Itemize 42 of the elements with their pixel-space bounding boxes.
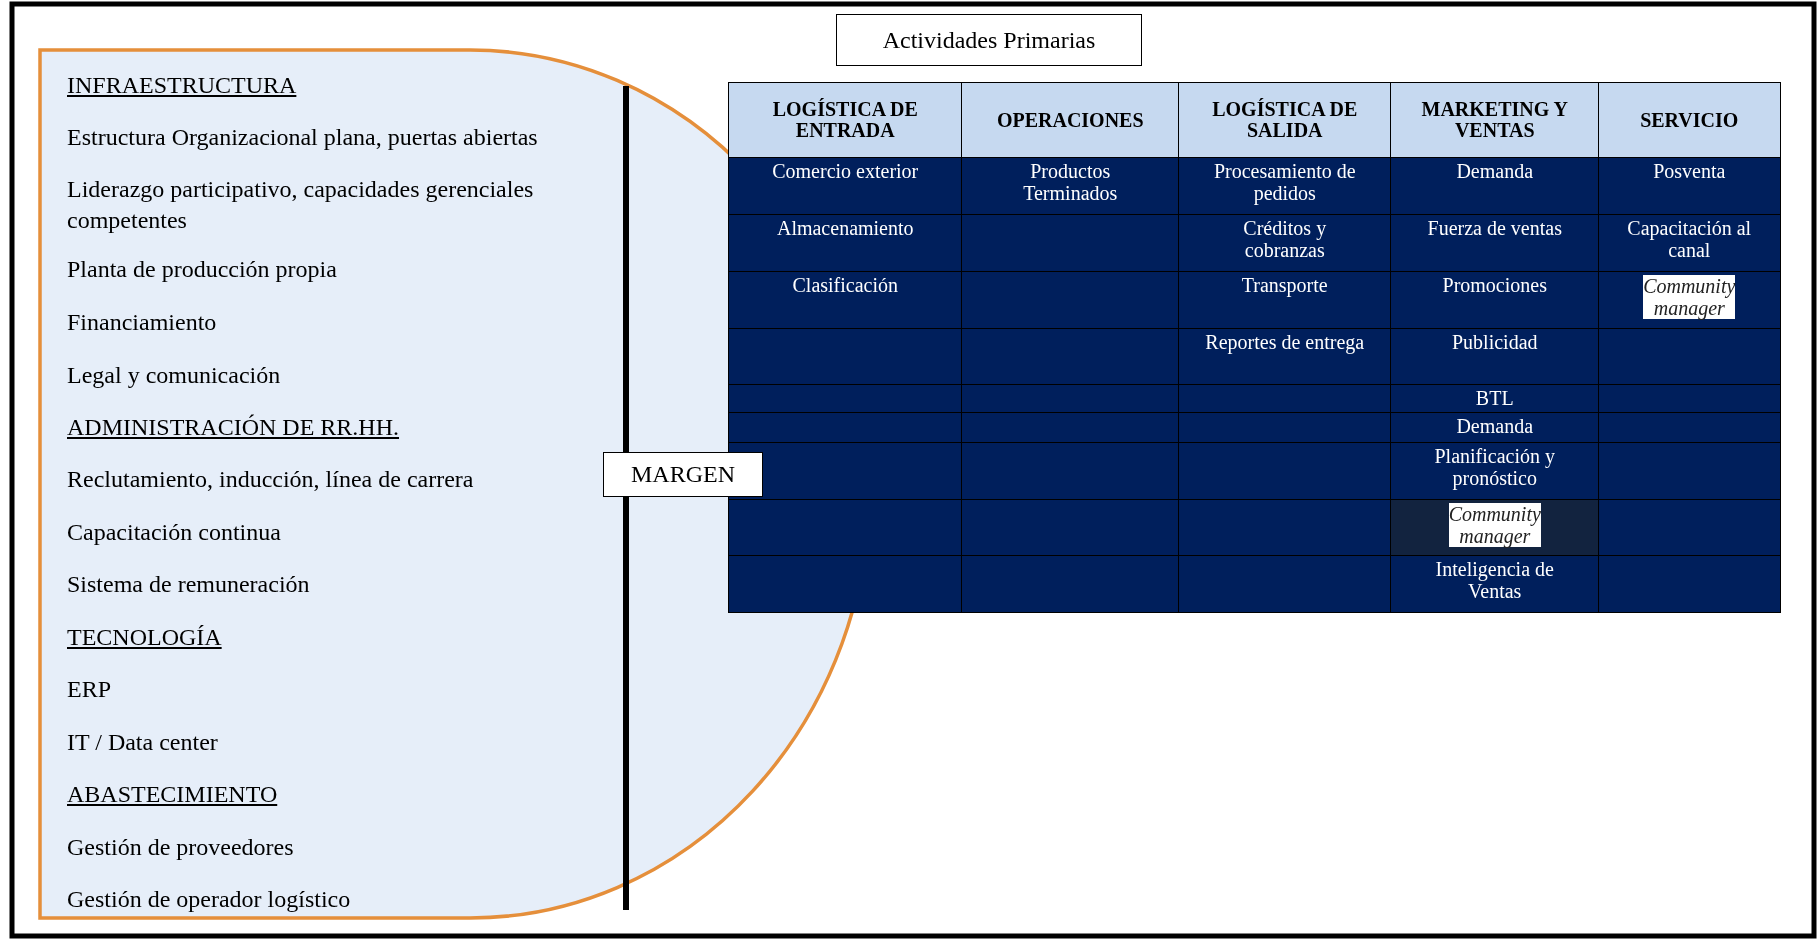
list-item: IT / Data center (67, 728, 219, 757)
header-cell: MARKETING Y VENTAS (1390, 82, 1600, 159)
table-cell: Créditos y cobranzas (1178, 214, 1392, 273)
margin-box: MARGEN (603, 452, 763, 497)
section-heading: ADMINISTRACIÓN DE RR.HH. (67, 413, 399, 442)
section-heading: INFRAESTRUCTURA (67, 71, 297, 100)
list-item: Financiamiento (67, 308, 218, 337)
table-cell: Fuerza de ventas (1390, 214, 1600, 273)
list-item: Planta de producción propia (67, 255, 338, 284)
table-cell: Planificación y pronóstico (1390, 442, 1600, 501)
list-item: Gestión de proveedores (67, 833, 295, 862)
list-item: Gestión de operador logístico (67, 885, 352, 914)
header-cell: SERVICIO (1598, 82, 1781, 159)
table-cell: Capacitación al canal (1598, 214, 1781, 273)
table-cell: Productos Terminados (961, 157, 1180, 216)
section-heading: TECNOLOGÍA (67, 623, 222, 652)
table-cell: Demanda (1390, 157, 1600, 216)
table-cell: Inteligencia de Ventas (1390, 555, 1600, 613)
list-item: Sistema de remuneración (67, 570, 311, 599)
section-heading: ABASTECIMIENTO (67, 780, 278, 809)
table-cell: Transporte (1178, 271, 1392, 330)
list-item: Estructura Organizacional plana, puertas abiertas (67, 123, 539, 152)
table-cell: Reportes de entrega (1178, 328, 1392, 386)
table-cell: Publicidad (1390, 328, 1600, 386)
table-cell: Almacenamiento (728, 214, 963, 273)
header-cell: LOGÍSTICA DE SALIDA (1178, 82, 1392, 159)
table-cell: Promociones (1390, 271, 1600, 330)
title-box: Actividades Primarias (836, 14, 1142, 66)
table-cell: BTL (1390, 384, 1600, 414)
highlighted-text: Community manager (1448, 503, 1541, 547)
header-cell: LOGÍSTICA DE ENTRADA (728, 82, 963, 159)
list-item: ERP (67, 675, 112, 704)
list-item: Liderazgo participativo, capacidades gerenciales competentes (67, 175, 535, 235)
table-cell: Comercio exterior (728, 157, 963, 216)
table-cell: Procesamiento de pedidos (1178, 157, 1392, 216)
header-cell: OPERACIONES (961, 82, 1180, 159)
table-cell: Clasificación (728, 271, 963, 330)
list-item: Legal y comunicación (67, 361, 282, 390)
table-cell: Posventa (1598, 157, 1781, 216)
list-item: Capacitación continua (67, 518, 282, 547)
list-item: Reclutamiento, inducción, línea de carrera (67, 465, 475, 494)
table-cell: Demanda (1390, 412, 1600, 444)
